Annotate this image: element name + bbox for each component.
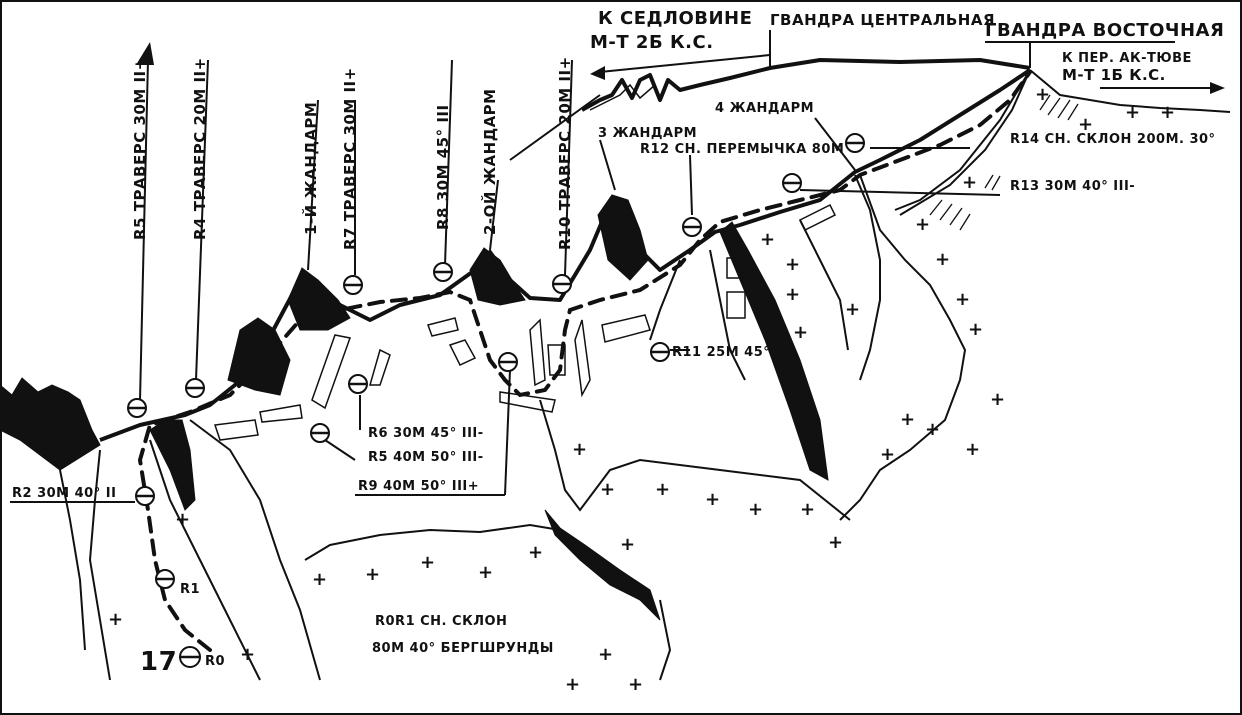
svg-text:+: + [705,489,720,510]
svg-text:+: + [785,254,800,275]
label-r7: R7 ТРАВЕРС 30М II+ [341,67,359,250]
svg-text:+: + [598,644,613,665]
svg-text:+: + [880,444,895,465]
labels: К СЕДЛОВИНЕ М-Т 2Б К.С. ГВАНДРА ЦЕНТРАЛЬ… [12,8,1224,677]
label-r8: R8 30М 45° III [434,104,452,230]
belay-r4 [185,378,205,398]
label-gvandra-central: ГВАНДРА ЦЕНТРАЛЬНАЯ [770,11,995,29]
svg-text:+: + [420,552,435,573]
svg-text:+: + [478,562,493,583]
belay-r5 [127,398,147,418]
label-to-saddle-route: М-Т 2Б К.С. [590,32,714,53]
label-r1: R1 [180,582,200,597]
svg-text:+: + [915,214,930,235]
belay-r1 [155,569,175,589]
svg-text:+: + [565,674,580,695]
leader-lines [10,30,1225,503]
belay-r11 [650,342,670,362]
label-r2: R2 30М 40° II [12,486,116,501]
label-g1: 1-Й ЖАНДАРМ [301,102,320,235]
svg-text:+: + [528,542,543,563]
svg-text:+: + [935,249,950,270]
label-r0: R0 [205,654,225,669]
belay-r6 [348,374,368,394]
svg-text:+: + [925,419,940,440]
label-r11: R11 25М 45° III [672,345,791,360]
svg-text:+: + [175,509,190,530]
label-r14: R14 СН. СКЛОН 200М. 30° [1010,132,1216,147]
svg-text:+: + [240,644,255,665]
upper-ridge [581,58,1031,112]
svg-text:+: + [312,569,327,590]
label-to-saddle: К СЕДЛОВИНЕ [598,8,752,29]
svg-text:+: + [965,439,980,460]
belay-r14 [845,133,865,153]
label-r5: R5 ТРАВЕРС 30М II+ [131,57,149,240]
label-r5b: R5 40М 50° III- [368,450,484,465]
label-r6: R6 30М 45° III- [368,426,484,441]
svg-text:+: + [800,499,815,520]
svg-text:+: + [968,319,983,340]
glacier-outlines [59,69,1231,681]
svg-text:+: + [1078,114,1093,135]
svg-text:+: + [990,389,1005,410]
svg-text:+: + [828,532,843,553]
snow-marks: + + + + + + + + + + + + + + + + + + + + … [108,84,1175,695]
belay-r7 [343,275,363,295]
svg-text:+: + [365,564,380,585]
svg-text:+: + [748,499,763,520]
belay-r12 [682,217,702,237]
belay-r10 [552,274,572,294]
svg-text:+: + [572,439,587,460]
label-g4: 4 ЖАНДАРМ [715,101,814,116]
hatch-areas [929,94,1079,231]
belay-r9 [498,352,518,372]
svg-text:+: + [600,479,615,500]
label-to-pass-route: М-Т 1Б К.С. [1062,66,1166,84]
svg-text:+: + [760,229,775,250]
svg-text:+: + [962,172,977,193]
label-gvandra-east: ГВАНДРА ВОСТОЧНАЯ [985,20,1224,41]
svg-text:+: + [900,409,915,430]
belay-points [127,133,865,668]
belay-r0 [179,646,201,668]
upper-ridge-detail [589,83,656,111]
label-r10: R10 ТРАВЕРС 20М II+ [556,56,574,250]
label-r12: R12 СН. ПЕРЕМЫЧКА 80М [640,142,844,157]
belay-r2 [135,486,155,506]
label-r9: R9 40М 50° III+ [358,479,479,494]
label-to-pass: К ПЕР. АК-ТЮВЕ [1062,51,1192,66]
svg-text:+: + [628,674,643,695]
main-ridge [99,68,1032,442]
label-r13: R13 30М 40° III- [1010,179,1135,194]
svg-text:+: + [655,479,670,500]
belay-r13 [782,173,802,193]
svg-text:+: + [845,299,860,320]
label-r0r1-line2: 80М 40° БЕРГШРУНДЫ [372,641,554,656]
belay-r8 [433,262,453,282]
svg-text:+: + [785,284,800,305]
rock-masses [0,194,829,621]
svg-text:+: + [108,609,123,630]
svg-text:+: + [1160,102,1175,123]
label-r0r1-line1: R0R1 СН. СКЛОН [375,614,507,629]
label-g2: 2-ОЙ ЖАНДАРМ [480,88,499,235]
svg-text:+: + [620,534,635,555]
terrain-boxes [213,203,837,441]
svg-text:+: + [1125,102,1140,123]
belay-r5b [310,423,330,443]
svg-text:+: + [955,289,970,310]
svg-text:+: + [793,322,808,343]
label-r4: R4 ТРАВЕРС 20М II+ [191,57,209,240]
label-start-num: 17 [140,647,177,677]
label-g3: 3 ЖАНДАРМ [598,126,697,141]
svg-text:+: + [1035,84,1050,105]
